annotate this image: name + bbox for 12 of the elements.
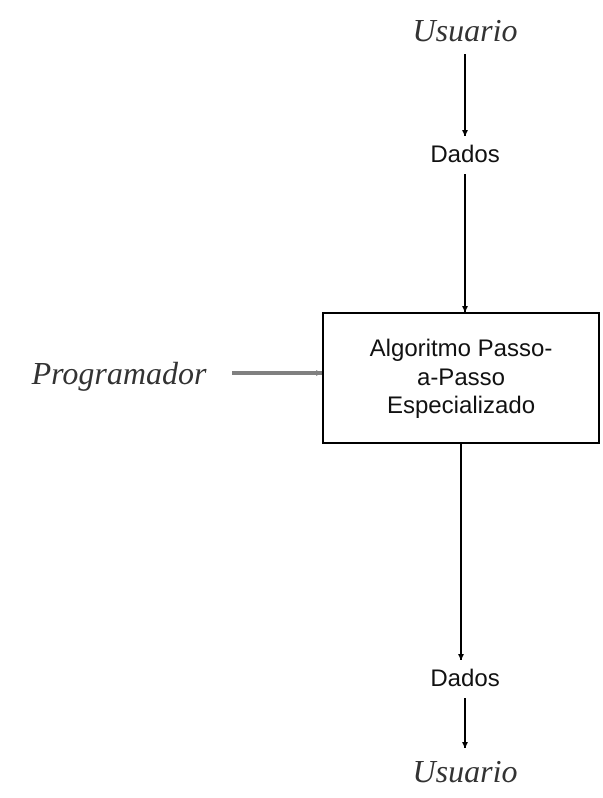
process-box	[322, 312, 600, 444]
actor-label: Programador	[32, 354, 206, 392]
arrow	[458, 444, 464, 660]
data-label: Dados	[430, 664, 500, 694]
arrow	[232, 370, 322, 376]
box-text: Algoritmo Passo-a-Passo Especializado	[368, 334, 554, 422]
actor-label: Usuario	[412, 752, 518, 790]
arrow	[462, 174, 468, 312]
arrow	[462, 54, 468, 136]
data-label: Dados	[430, 140, 500, 170]
arrow	[462, 698, 468, 748]
actor-label: Usuario	[412, 12, 518, 48]
